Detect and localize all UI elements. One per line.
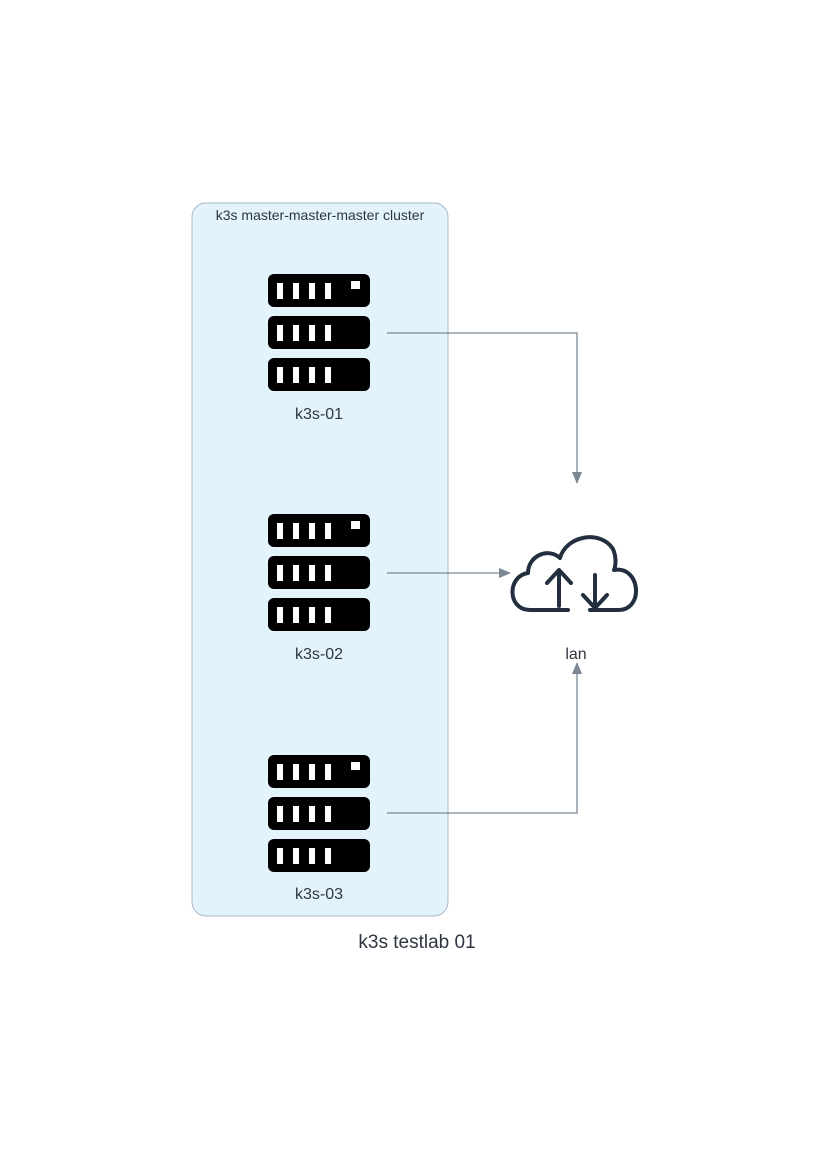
node-lan[interactable]: lan: [510, 535, 638, 663]
node-label: k3s-01: [295, 406, 343, 423]
edge-k3s-01-to-lan: [387, 332, 582, 484]
server-rack-icon: [268, 514, 370, 631]
server-rack-icon: [268, 274, 370, 391]
diagram-title: k3s testlab 01: [358, 932, 475, 953]
node-k3s-02[interactable]: k3s-02: [268, 514, 370, 663]
server-rack-icon: [268, 755, 370, 872]
node-k3s-03[interactable]: k3s-03: [268, 755, 370, 903]
edges-group: [387, 332, 582, 814]
edge-k3s-03-to-lan: [387, 662, 582, 814]
node-k3s-01[interactable]: k3s-01: [268, 274, 370, 423]
node-label: k3s-03: [295, 886, 343, 903]
lan-label: lan: [565, 646, 586, 663]
cluster-label: k3s master-master-master cluster: [216, 207, 425, 223]
cloud-upload-download-icon: [510, 535, 638, 612]
node-label: k3s-02: [295, 646, 343, 663]
